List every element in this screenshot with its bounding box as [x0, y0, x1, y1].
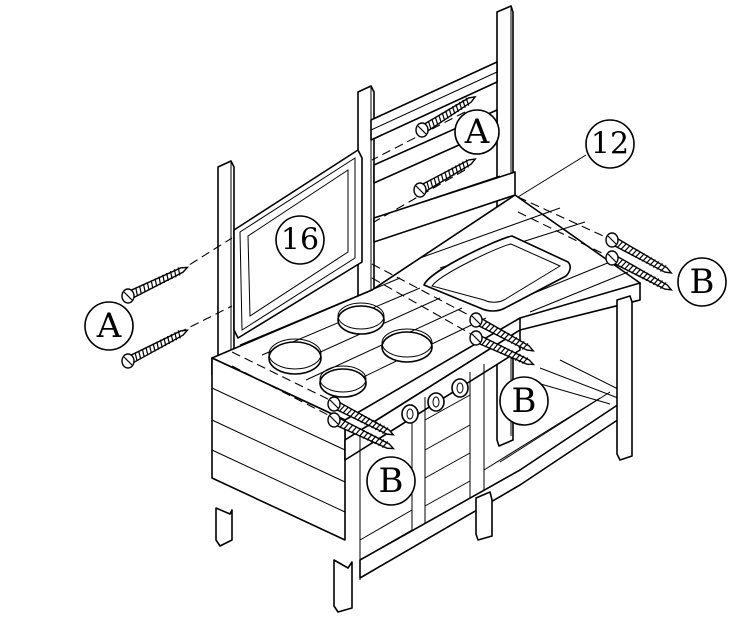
screws: [121, 95, 673, 450]
callout-b-front: B: [366, 456, 416, 506]
callout-b-center: B: [499, 376, 549, 426]
screw-a-top-lower-icon: [413, 158, 477, 198]
callout-b-center-label: B: [512, 381, 537, 421]
callout-b-right-label: B: [690, 262, 715, 302]
hob-plate-front-left: [268, 338, 322, 375]
callout-b-right: B: [677, 257, 727, 307]
screw-b-center-upper-icon: [469, 312, 535, 352]
screw-b-front-lower-icon: [327, 412, 396, 450]
screw-b-front-upper-icon: [327, 396, 395, 436]
callout-16: 16: [275, 215, 325, 265]
back-rail-upper: [370, 61, 498, 141]
callout-a-top: A: [454, 109, 500, 155]
knob-3: [451, 378, 469, 398]
screw-a-top-upper-icon: [415, 95, 477, 138]
screw-b-right-lower-icon: [605, 250, 673, 291]
callout-16-label: 16: [281, 223, 319, 258]
callout-12-label: 12: [591, 127, 629, 162]
sink-basin: [423, 235, 571, 312]
leg-front-left: [333, 559, 353, 613]
screw-b-right-upper-icon: [605, 232, 673, 274]
leg-back-left: [215, 507, 233, 547]
screw-a-left-upper-icon: [121, 266, 190, 304]
side-panel-left: [211, 357, 346, 541]
callout-a-left-label: A: [96, 306, 122, 346]
screw-a-left-lower-icon: [121, 329, 189, 369]
guide-lines: [177, 111, 613, 421]
callout-a-left: A: [84, 301, 134, 351]
leg-back-right: [616, 295, 633, 461]
hob-plate-back-left: [337, 302, 385, 335]
callout-b-front-label: B: [379, 461, 404, 501]
knob-1: [401, 404, 419, 424]
leg-front-right: [475, 491, 493, 541]
callout-12: 12: [585, 119, 635, 169]
hob-plate-back-right: [381, 328, 433, 363]
callout-a-top-label: A: [464, 112, 490, 152]
hob-plate-front-right: [319, 365, 367, 398]
back-post-left: [217, 160, 235, 367]
screw-b-center-lower-icon: [469, 330, 536, 366]
knob-2: [427, 392, 445, 412]
